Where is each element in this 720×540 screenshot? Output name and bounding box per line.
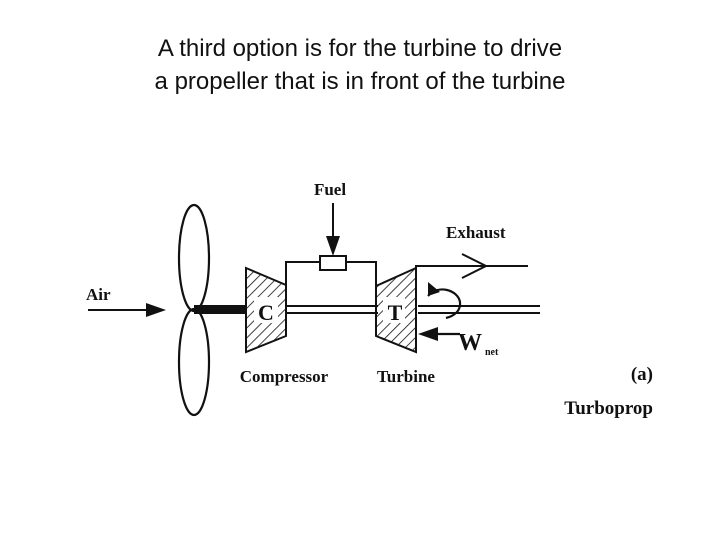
exhaust-chevron [461,253,489,279]
rotation-arrowhead [428,282,440,296]
compressor-label-backdrop [254,297,278,323]
work-arrowhead [418,327,438,341]
turbine-label-backdrop [383,297,405,323]
air-label: Air [86,285,111,304]
title-line-1: A third option is for the turbine to dri… [157,35,563,62]
propeller-upper-blade [177,203,211,313]
turbine-letter: T [388,300,403,325]
figure-part-label: (a) [631,364,653,385]
propeller-shaft [194,305,247,314]
fuel-label: Fuel [314,180,346,199]
combustor-duct-right [346,261,377,286]
turbine-label: Turbine [377,367,435,386]
fuel-arrowhead [326,236,340,256]
exhaust-duct [415,265,528,282]
exhaust-label: Exhaust [446,223,506,242]
work-subscript: net [485,347,499,358]
rotation-arc [427,288,462,320]
propeller-lower-blade [177,307,211,417]
compressor-label: Compressor [240,367,329,386]
engine-type-label: Turboprop [564,398,653,419]
air-arrowhead [146,303,166,317]
work-label: W [458,330,482,356]
compressor-letter: C [258,300,274,325]
combustor-duct-left [285,261,320,285]
title-line-2: a propeller that is in front of the turb… [154,68,566,95]
combustion-chamber [319,255,347,271]
slide-title: A third option is for the turbine to dri… [0,32,720,98]
